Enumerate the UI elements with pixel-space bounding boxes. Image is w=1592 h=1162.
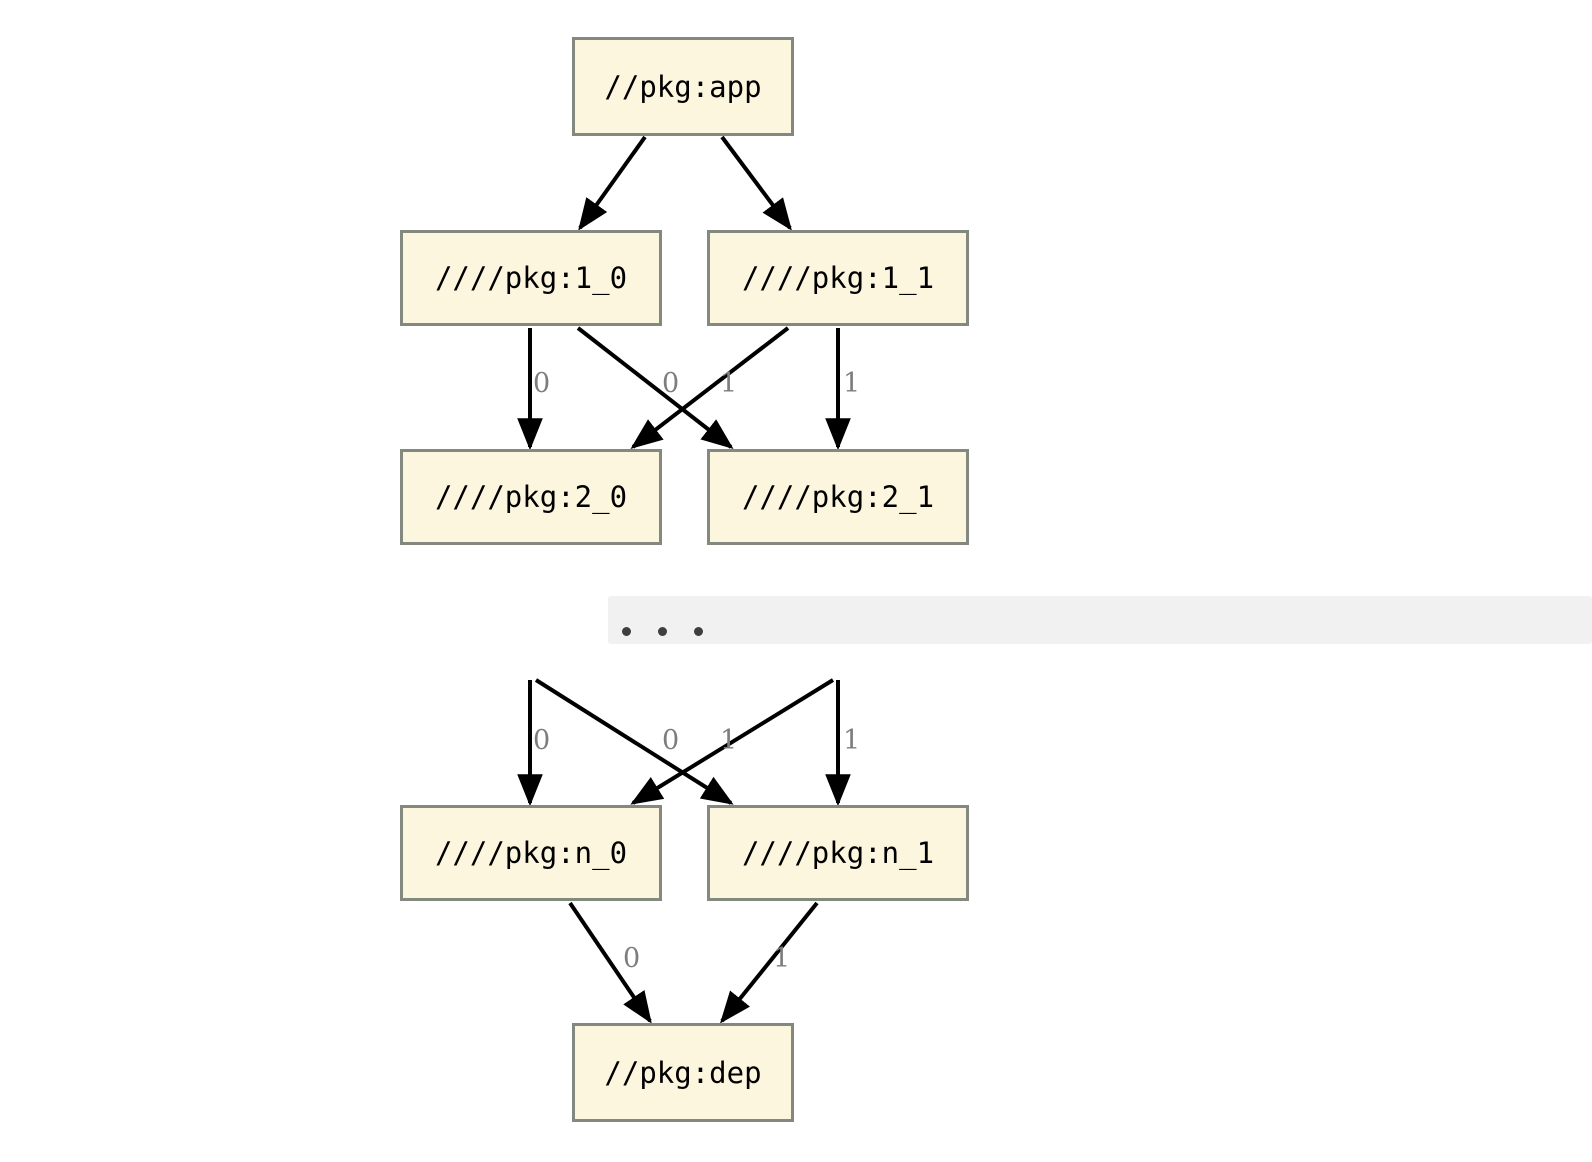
edge-label-y-n_0: 1 xyxy=(720,725,738,756)
node-label: ////pkg:1_0 xyxy=(434,261,628,295)
edge-x-n_1 xyxy=(534,678,734,805)
edge-label-1_1-2_0: 1 xyxy=(720,368,738,399)
node-label: ////pkg:1_1 xyxy=(741,261,935,295)
edge-app-1_0 xyxy=(578,135,647,231)
edge-1_1-2_0 xyxy=(630,326,790,449)
edge-label-n_0-dep: 0 xyxy=(623,943,641,974)
edge-app-1_1 xyxy=(720,135,792,231)
edge-label-1_0-2_1: 0 xyxy=(662,368,680,399)
edge-label-y-n_1: 1 xyxy=(843,725,861,756)
node-label: //pkg:dep xyxy=(604,1055,762,1090)
node-1_1[interactable]: ////pkg:1_1 xyxy=(707,230,969,326)
node-dep[interactable]: //pkg:dep xyxy=(572,1023,794,1122)
edge-label-x-n_1: 0 xyxy=(662,725,680,756)
node-label: //pkg:app xyxy=(604,69,762,104)
node-label: ////pkg:n_0 xyxy=(434,836,628,870)
node-label: ////pkg:2_0 xyxy=(434,480,628,514)
node-n_1[interactable]: ////pkg:n_1 xyxy=(707,805,969,901)
edge-y-n_0 xyxy=(630,678,835,805)
node-app[interactable]: //pkg:app xyxy=(572,37,794,136)
truncated-levels-indicator xyxy=(608,596,1592,644)
ellipsis-dot xyxy=(658,627,667,636)
node-n_0[interactable]: ////pkg:n_0 xyxy=(400,805,662,901)
edges-group xyxy=(517,135,851,1024)
edge-1_0-2_1 xyxy=(576,326,734,449)
ellipsis-dot xyxy=(622,627,631,636)
edge-label-1_0-2_0: 0 xyxy=(533,368,551,399)
node-label: ////pkg:n_1 xyxy=(741,836,935,870)
node-2_1[interactable]: ////pkg:2_1 xyxy=(707,449,969,545)
edge-label-x-n_0: 0 xyxy=(533,725,551,756)
ellipsis-dot xyxy=(694,627,703,636)
edge-n_0-dep xyxy=(568,901,652,1024)
edge-label-1_1-2_1: 1 xyxy=(843,368,861,399)
node-2_0[interactable]: ////pkg:2_0 xyxy=(400,449,662,545)
node-1_0[interactable]: ////pkg:1_0 xyxy=(400,230,662,326)
node-label: ////pkg:2_1 xyxy=(741,480,935,514)
edge-n_1-dep xyxy=(719,901,819,1024)
edge-label-n_1-dep: 1 xyxy=(773,943,791,974)
